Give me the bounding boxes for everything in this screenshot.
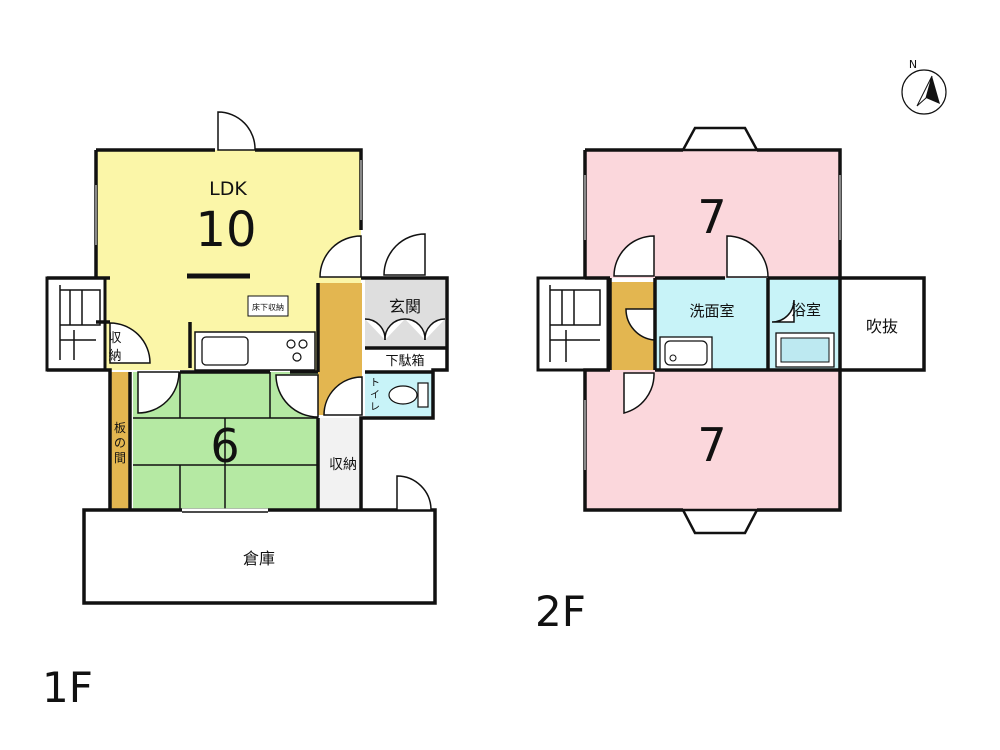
walls-1f — [47, 148, 449, 510]
windows-2f — [584, 175, 841, 470]
underfloor-storage-label: 床下収納 — [252, 302, 284, 312]
toilet-label-3: レ — [370, 402, 380, 413]
tatami-size: 6 — [210, 419, 239, 473]
wood-floor-label-3: 間 — [114, 451, 126, 465]
wood-floor-area — [110, 372, 130, 510]
closet-area — [318, 418, 362, 508]
windows-1f — [95, 160, 362, 245]
compass: N — [901, 58, 947, 115]
toilet-label-1: ト — [370, 378, 380, 389]
wash-basin — [659, 336, 713, 370]
wood-floor-label-2: の — [114, 436, 126, 450]
staircase-2f — [536, 276, 610, 372]
tatami-grid — [133, 372, 318, 510]
kitchen-counter — [194, 331, 316, 371]
bathtub — [775, 332, 835, 368]
toilet-fixture — [388, 382, 429, 408]
north-label: N — [909, 58, 917, 71]
ldk-label: LDK — [209, 178, 247, 200]
bathroom-label: 浴室 — [791, 301, 821, 319]
storage-left-label-2: 納 — [108, 349, 121, 364]
underfloor-storage-box — [247, 295, 289, 317]
floor-1-label: 1F — [42, 663, 93, 712]
void-label: 吹抜 — [866, 317, 898, 336]
warehouse-label: 倉庫 — [243, 549, 275, 568]
north-arrow-icon — [926, 76, 940, 104]
wood-floor-label-1: 板 — [114, 421, 126, 435]
bay-window-top — [680, 126, 760, 152]
bay-window-bottom — [680, 508, 760, 535]
washroom-label: 洗面室 — [689, 302, 734, 320]
doors-2f — [613, 235, 795, 414]
entrance-area — [365, 278, 445, 348]
shoe-box-label: 下駄箱 — [385, 353, 424, 369]
bedroom-bottom-size: 7 — [697, 418, 726, 472]
staircase-1f — [45, 276, 107, 372]
bedroom-top-size: 7 — [697, 190, 726, 244]
storage-left-label-1: 収 — [108, 331, 121, 346]
floor-1-plan: LDK 10 床下収納 収 納 板 の 間 6 玄関 下駄箱 ト イ レ 収納 … — [42, 111, 449, 712]
floor-2-label: 2F — [535, 587, 586, 636]
floor-2-plan: 7 7 洗面室 浴室 吹抜 2F — [535, 126, 926, 636]
closet-label: 収納 — [329, 457, 357, 473]
toilet-label-2: イ — [370, 390, 380, 401]
ldk-size: 10 — [195, 202, 256, 258]
doors-1f — [109, 111, 446, 511]
entrance-label: 玄関 — [389, 297, 421, 316]
